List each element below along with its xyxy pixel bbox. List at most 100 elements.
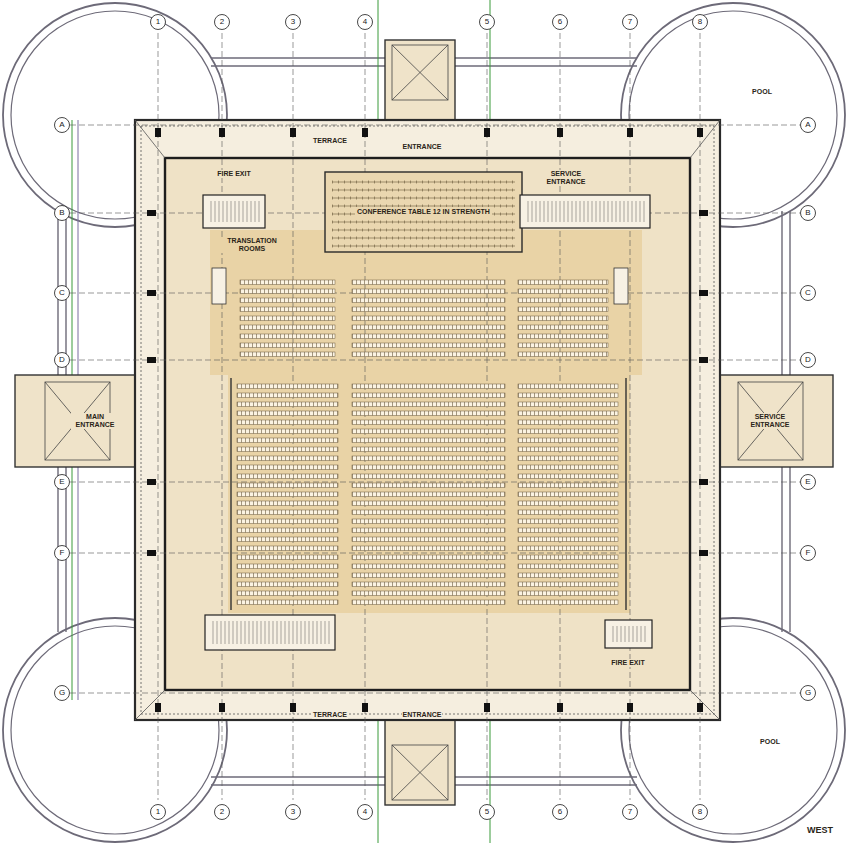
grid-label: 8 — [697, 807, 703, 816]
seat-row — [352, 528, 505, 533]
stair-tread — [645, 626, 646, 642]
seat-dividers — [352, 280, 505, 285]
seat-dividers — [352, 298, 505, 303]
canopy-diagonal — [738, 382, 803, 460]
column — [362, 128, 368, 137]
seat-row — [518, 393, 618, 398]
seat-row — [352, 555, 505, 560]
seat-row — [352, 289, 505, 294]
stair-tread — [281, 621, 282, 644]
seat-row — [237, 591, 338, 596]
seat-row — [237, 483, 338, 488]
seat-dividers — [237, 447, 338, 452]
stair-tread — [309, 621, 310, 644]
seat-dividers — [518, 411, 618, 416]
canopy-diagonal — [392, 745, 448, 800]
stair-tread — [632, 201, 633, 222]
seat-dividers — [237, 501, 338, 506]
seat-row — [237, 501, 338, 506]
column — [147, 479, 156, 485]
seat-dividers — [237, 546, 338, 551]
seat-row — [240, 352, 335, 357]
entrance-porch — [385, 718, 455, 805]
seat-dividers — [237, 402, 338, 407]
grid-line — [700, 33, 701, 800]
column — [147, 357, 156, 363]
grid-line — [70, 125, 800, 126]
seat-dividers — [237, 582, 338, 587]
seat-dividers — [352, 420, 505, 425]
stair-tread — [211, 201, 212, 222]
seat-row — [352, 474, 505, 479]
seat-row — [518, 519, 618, 524]
seat-dividers — [518, 384, 618, 389]
grid-bubble — [801, 286, 816, 301]
seat-dividers — [352, 528, 505, 533]
grid-label: 8 — [697, 17, 703, 26]
grid-label: B — [804, 208, 811, 217]
stair-tread — [580, 201, 581, 222]
stair-tread — [613, 626, 614, 642]
seat-row — [237, 600, 338, 605]
grid-bubble — [480, 805, 495, 820]
stair-tread — [640, 201, 641, 222]
stage-platform — [325, 172, 522, 252]
stair-tread — [227, 201, 228, 222]
seat-dividers — [518, 334, 608, 339]
seat-row — [237, 384, 338, 389]
seat-dividers — [518, 555, 618, 560]
conference-table-row — [332, 190, 515, 191]
grid-label: 4 — [362, 17, 368, 26]
seat-dividers — [352, 510, 505, 515]
seat-dividers — [352, 429, 505, 434]
seat-row — [352, 465, 505, 470]
seat-dividers — [518, 402, 618, 407]
grid-bubble — [215, 15, 230, 30]
seat-row — [518, 537, 618, 542]
grid-bubble — [215, 805, 230, 820]
seat-dividers — [518, 546, 618, 551]
column — [147, 550, 156, 556]
seat-dividers — [518, 343, 608, 348]
seat-row — [240, 280, 335, 285]
grid-bubble — [55, 475, 70, 490]
conference-chairs — [332, 181, 515, 184]
stair-tread — [629, 626, 630, 642]
stair-tread — [596, 201, 597, 222]
seat-row — [518, 483, 618, 488]
seat-rows — [237, 280, 618, 605]
seat-row — [237, 402, 338, 407]
column — [290, 703, 296, 712]
stair-tread — [544, 201, 545, 222]
seat-dividers — [237, 600, 338, 605]
seat-row — [352, 573, 505, 578]
seat-dividers — [518, 537, 618, 542]
seat-row — [352, 316, 505, 321]
seat-row — [237, 582, 338, 587]
grid-bubble — [693, 805, 708, 820]
pool-edge — [211, 784, 385, 785]
seat-row — [352, 501, 505, 506]
conference-table-row — [332, 182, 515, 183]
seat-row — [518, 343, 608, 348]
grid-line — [70, 482, 800, 483]
seat-dividers — [352, 582, 505, 587]
stair-tread — [636, 201, 637, 222]
grid-bubble — [151, 805, 166, 820]
roof-hip-line — [135, 690, 165, 720]
column — [484, 703, 490, 712]
seat-row — [518, 510, 618, 515]
seat-row — [240, 289, 335, 294]
stair-tread — [243, 201, 244, 222]
stair-tread — [608, 201, 609, 222]
stage-box: CONFERENCE TABLE 12 IN STRENGTH — [325, 172, 522, 252]
column — [362, 703, 368, 712]
stair-tread — [213, 621, 214, 644]
seat-dividers — [352, 555, 505, 560]
seat-row — [237, 474, 338, 479]
seat-row — [352, 564, 505, 569]
column — [697, 128, 703, 137]
seat-row — [352, 402, 505, 407]
plan-label: ENTRANCE — [402, 143, 443, 151]
